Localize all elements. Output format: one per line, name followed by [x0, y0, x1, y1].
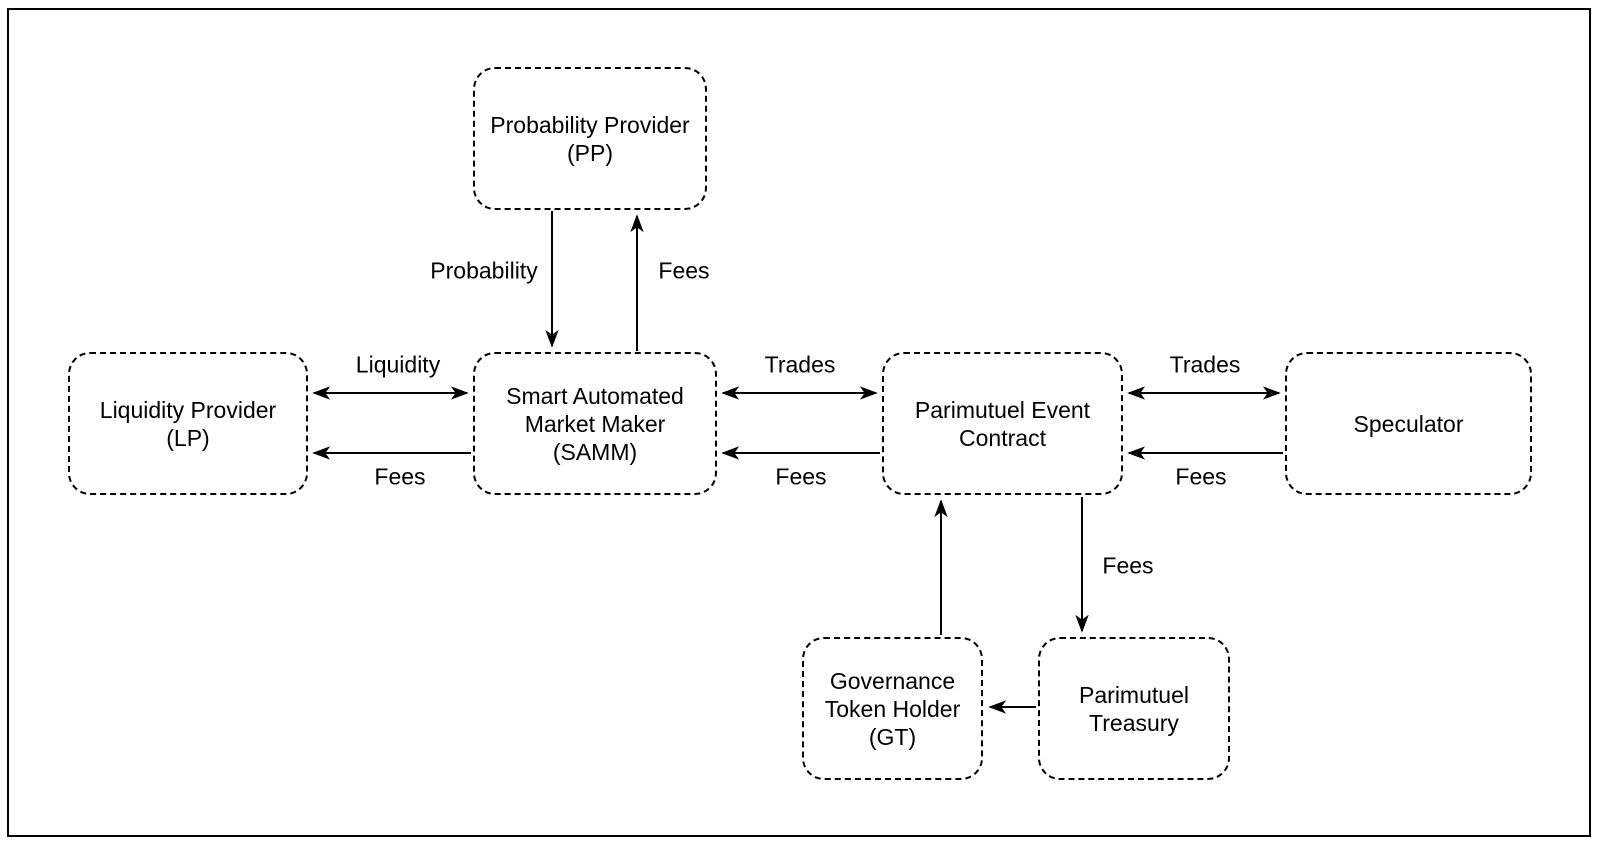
edge-label-liquidity: Liquidity [355, 351, 441, 378]
node-label-line: Market Maker [524, 410, 666, 437]
node-governance-token-holder: Governance Token Holder (GT) [802, 637, 983, 780]
edge-label-fees-samm-pp: Fees [658, 257, 710, 284]
node-label-line: (PP) [567, 139, 613, 166]
diagram-border [7, 8, 1591, 837]
edge-label-fees-samm-lp: Fees [374, 463, 426, 490]
node-label-line: Token Holder [824, 695, 961, 722]
edge-label-fees-pec-treasury: Fees [1102, 552, 1154, 579]
node-label-line: Contract [959, 424, 1046, 451]
edge-label-probability: Probability [430, 257, 538, 284]
node-probability-provider: Probability Provider (PP) [473, 67, 707, 210]
node-smart-automated-market-maker: Smart Automated Market Maker (SAMM) [473, 352, 717, 495]
node-label-line: Parimutuel [1079, 681, 1189, 708]
node-label-line: (LP) [166, 424, 210, 451]
edge-label-fees-pec-samm: Fees [775, 463, 827, 490]
node-speculator: Speculator [1285, 352, 1532, 495]
edge-label-trades-pec-speculator: Trades [1169, 351, 1241, 378]
node-label-line: Liquidity Provider [99, 396, 277, 423]
node-label-line: (SAMM) [552, 438, 638, 465]
node-liquidity-provider: Liquidity Provider (LP) [68, 352, 308, 495]
node-parimutuel-treasury: Parimutuel Treasury [1038, 637, 1230, 780]
node-label-line: Governance [829, 667, 956, 694]
node-label-line: Parimutuel Event [914, 396, 1091, 423]
node-label-line: Smart Automated [506, 382, 684, 409]
edge-label-trades-samm-pec: Trades [764, 351, 836, 378]
node-parimutuel-event-contract: Parimutuel Event Contract [882, 352, 1123, 495]
node-label-line: Probability Provider [490, 111, 690, 138]
node-label-line: (GT) [868, 723, 917, 750]
edge-label-fees-speculator-pec: Fees [1175, 463, 1227, 490]
node-label-line: Treasury [1089, 709, 1179, 736]
node-label-line: Speculator [1353, 410, 1464, 437]
